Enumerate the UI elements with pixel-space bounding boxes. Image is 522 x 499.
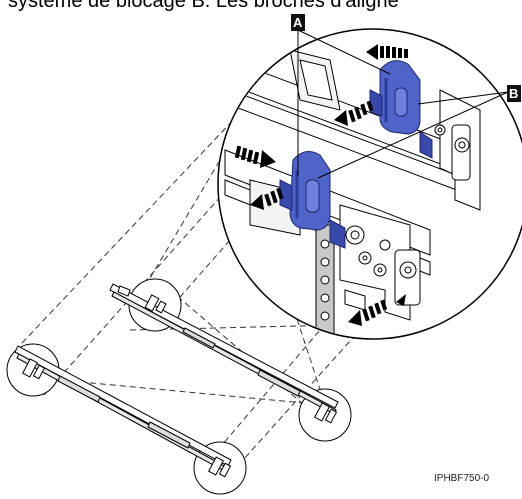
callout-a-label: A (293, 15, 303, 30)
rail-assembly-lower (14, 345, 232, 473)
lower-bracket (339, 204, 421, 321)
rail-assembly-upper (109, 283, 339, 415)
motion-arrows (234, 44, 408, 326)
callout-b: B (507, 85, 521, 102)
arrow-upper-latch (334, 100, 374, 126)
magnified-detail (217, 28, 522, 340)
arrow-upper-left (366, 44, 408, 60)
callout-leaders (297, 29, 509, 179)
small-bracket-details (22, 294, 338, 478)
upper-bracket (434, 89, 481, 211)
callout-a: A (291, 14, 305, 31)
callout-b-label: B (509, 86, 518, 101)
arrow-bottom (348, 294, 406, 326)
arrow-lower-latch (250, 187, 284, 210)
upper-latch (369, 60, 433, 159)
arrow-lower-right (234, 145, 276, 168)
caption-text: système de blocage B. Les broches d'alig… (8, 0, 399, 12)
figure-id: IPHBF750-0 (434, 473, 490, 484)
